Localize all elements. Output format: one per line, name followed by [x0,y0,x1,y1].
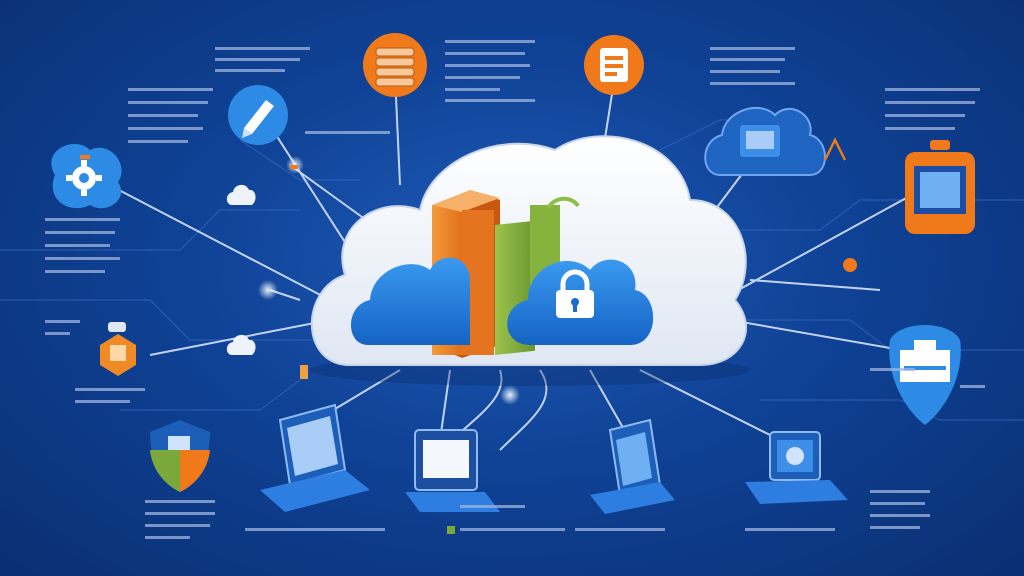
laptop-icon [590,418,675,514]
accent-markers [80,137,857,379]
server-cloud-icon [704,106,826,176]
shield-icon [150,420,210,492]
decorative-text-blocks [45,40,985,539]
gear-icon [51,144,122,209]
lock-icon [556,269,594,318]
laptop-icon [260,403,370,512]
id-badge-icon [889,325,961,425]
tablet-icon [405,429,500,512]
lock-cloud-icon [507,259,654,345]
edit-icon [228,85,288,145]
small-blue-cloud-icon [350,257,470,345]
green-dot-icon [447,526,455,534]
small-cloud-icon [226,184,256,355]
document-icon [584,35,644,95]
chip-icon [100,322,136,376]
laptop-icon [745,431,848,504]
database-icon [363,33,427,97]
monitor-icon [905,140,975,234]
